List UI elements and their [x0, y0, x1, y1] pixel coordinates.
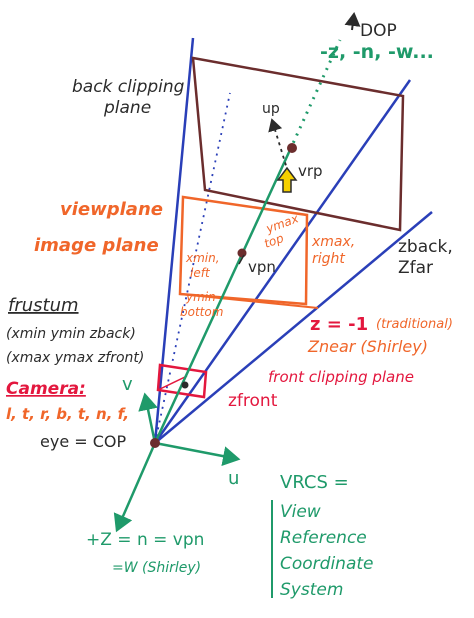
vpn-axis: [153, 149, 292, 444]
back-clip-label-1: back clipping: [72, 77, 185, 97]
viewplane-label: viewplane: [60, 199, 163, 220]
plus-z-axis: [113, 442, 157, 533]
vpn-arrow: [238, 254, 245, 265]
image-plane-label: image plane: [34, 235, 159, 256]
frustum-edge-top-left: [153, 37, 195, 444]
v-axis-label: v: [122, 374, 133, 395]
up-label: up: [262, 101, 280, 117]
dop-label: DOP: [360, 21, 397, 41]
dop-direction-label: -z, -n, -w...: [320, 41, 434, 63]
vrp-label: vrp: [298, 162, 323, 180]
vrcs-view: View: [280, 502, 321, 522]
back-clip-label-2: plane: [103, 98, 151, 118]
ymax-top-label: top: [262, 231, 286, 251]
traditional-label: (traditional): [376, 317, 453, 332]
w-shirley-label: =W (Shirley): [112, 560, 201, 576]
frustum-min-label: (xmin ymin zback): [6, 326, 136, 342]
vrcs-label: VRCS =: [280, 472, 349, 493]
back-clipping-plane: [191, 56, 405, 232]
image-plane-lower-edge: [179, 293, 319, 309]
frustum-max-label: (xmax ymax zfront): [6, 350, 144, 366]
ymin-label: ymin: [185, 290, 216, 304]
v-axis: [138, 392, 158, 444]
z-minus-one-label: z = -1: [310, 314, 368, 335]
front-plane-diagonal: [157, 375, 188, 391]
vrcs-system: System: [280, 580, 343, 600]
znear-label: Znear (Shirley): [307, 337, 428, 356]
frustum-edges: [153, 37, 433, 444]
zfar-label: Zfar: [398, 258, 433, 278]
dop-arrow: [344, 12, 361, 31]
xmax-label: xmax,: [311, 234, 355, 250]
zback-label: zback,: [398, 237, 453, 257]
frustum-edge-top-right: [153, 79, 412, 444]
camera-params-label: l, t, r, b, t, n, f,: [6, 405, 129, 423]
camera-label: Camera:: [6, 379, 86, 399]
vpn-point: [237, 248, 247, 258]
ymax-label: ymax: [263, 211, 301, 236]
vrcs-coordinate: Coordinate: [280, 554, 374, 574]
ymin-bottom-label: bottom: [180, 305, 223, 319]
u-axis: [154, 441, 241, 466]
zfront-label: zfront: [228, 391, 278, 411]
xmax-right-label: right: [312, 251, 345, 267]
frustum-label: frustum: [8, 295, 79, 316]
xmin-label: xmin,: [185, 251, 220, 265]
up-vector: [268, 118, 289, 173]
vrp-yellow-arrow: [276, 166, 298, 193]
vrp-point: [287, 143, 297, 153]
eye-point: [150, 438, 160, 448]
frustum-edge-bottom-right: [154, 211, 433, 444]
image-plane: [178, 195, 309, 306]
front-clip-label: front clipping plane: [268, 368, 414, 386]
plus-z-label: +Z = n = vpn: [86, 530, 204, 550]
u-axis-label: u: [228, 468, 239, 489]
vrcs-reference: Reference: [280, 528, 367, 548]
vpn-label: vpn: [248, 258, 276, 276]
xmin-left-label: left: [190, 266, 211, 280]
front-clipping-plane: [156, 363, 208, 399]
front-plane-point: [181, 381, 189, 389]
eye-label: eye = COP: [40, 432, 127, 451]
